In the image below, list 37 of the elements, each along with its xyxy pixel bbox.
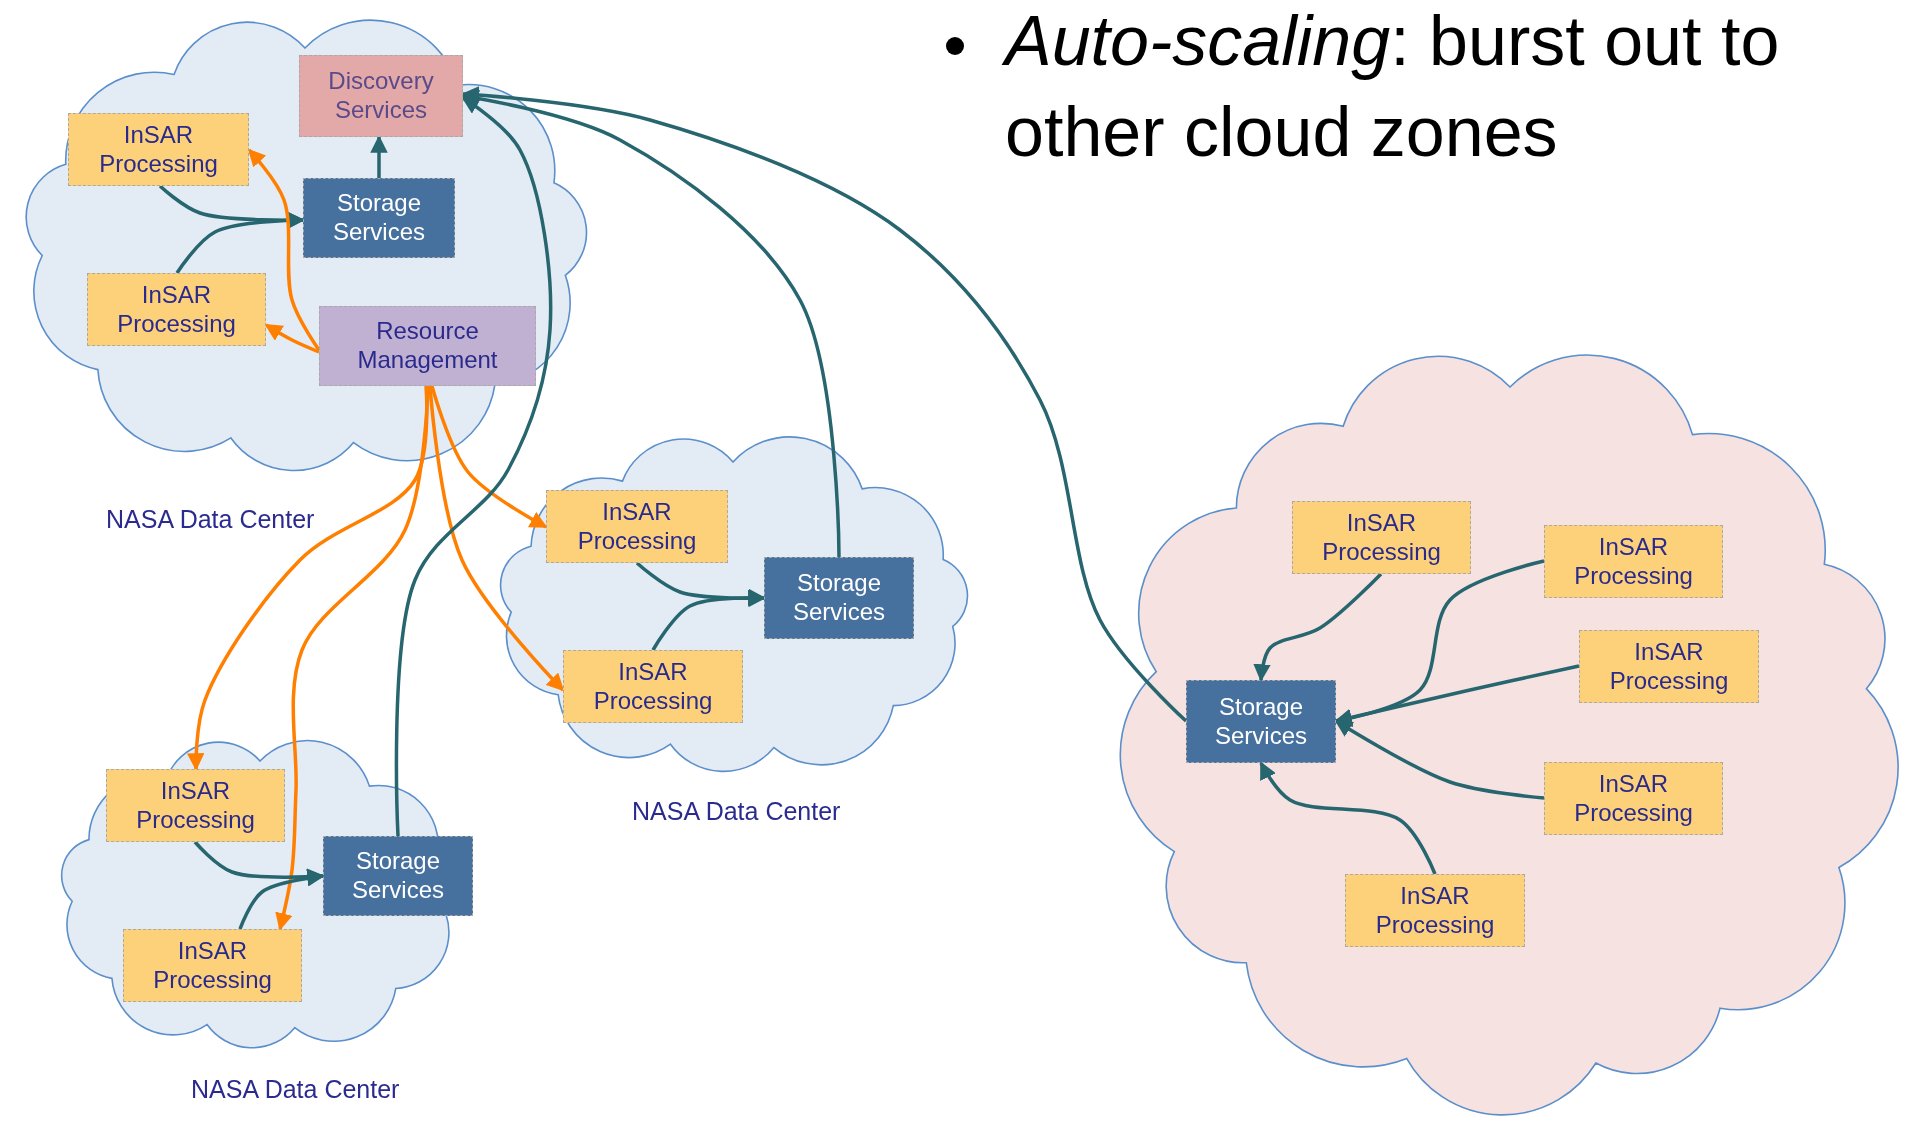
arrow <box>1259 761 1437 875</box>
arrow <box>1334 664 1580 726</box>
arrow <box>247 148 321 351</box>
arrow <box>275 385 430 931</box>
cloud-label: NASA Data Center <box>191 1075 400 1104</box>
arrow <box>370 135 388 178</box>
processing-box: InSAR Processing <box>68 113 249 186</box>
arrow <box>175 211 305 274</box>
storage-box: Storage Services <box>323 836 473 916</box>
processing-box: InSAR Processing <box>563 650 743 723</box>
processing-box: InSAR Processing <box>1292 501 1471 574</box>
arrow <box>394 96 553 837</box>
arrow <box>430 385 548 529</box>
processing-box: InSAR Processing <box>106 769 285 842</box>
processing-box: InSAR Processing <box>1544 525 1723 598</box>
arrow <box>264 323 320 354</box>
arrow <box>187 385 429 771</box>
processing-box: InSAR Processing <box>1579 630 1759 703</box>
processing-box: InSAR Processing <box>123 929 302 1002</box>
arrow <box>1334 719 1545 800</box>
arrow <box>1253 572 1383 682</box>
arrow <box>461 86 1188 723</box>
arrow <box>651 588 766 651</box>
cloud-label: NASA Data Center <box>106 505 315 534</box>
arrow <box>428 385 565 692</box>
processing-box: InSAR Processing <box>1345 874 1525 947</box>
arrow <box>461 89 841 558</box>
resource-box: Resource Management <box>319 306 536 386</box>
storage-box: Storage Services <box>1186 680 1336 763</box>
cloud-label: NASA Data Center <box>632 797 841 826</box>
storage-box: Storage Services <box>303 178 455 258</box>
processing-box: InSAR Processing <box>1544 762 1723 835</box>
storage-box: Storage Services <box>764 557 914 639</box>
processing-box: InSAR Processing <box>546 490 728 563</box>
processing-box: InSAR Processing <box>87 273 266 346</box>
discovery-box: Discovery Services <box>299 55 463 137</box>
arrow <box>238 869 325 930</box>
